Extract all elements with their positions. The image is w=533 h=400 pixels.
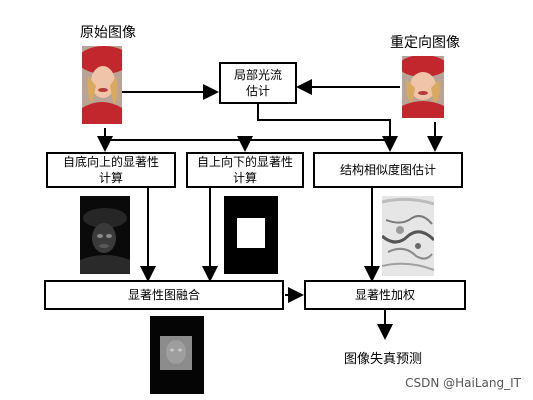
original-image-thumbnail — [82, 46, 122, 124]
top-down-saliency-box: 自上向下的显著性 计算 — [186, 152, 304, 188]
optical-flow-box: 局部光流 估计 — [219, 62, 297, 104]
line-flow-down — [257, 104, 391, 140]
ssim-estimation-box: 结构相似度图估计 — [313, 152, 463, 188]
fusion-label: 显著性图融合 — [127, 288, 200, 302]
ssim-label: 结构相似度图估计 — [339, 163, 436, 177]
fused-saliency-map — [150, 316, 204, 394]
ssim-map — [382, 196, 434, 276]
watermark: CSDN @HaiLang_IT — [405, 376, 521, 390]
optical-flow-line-1: 局部光流 — [233, 68, 282, 82]
retargeted-image-label: 重定向图像 — [390, 35, 460, 51]
top-down-saliency-map — [224, 196, 278, 274]
weighting-label: 显著性加权 — [354, 288, 415, 302]
bottom-up-line-2: 计算 — [98, 171, 123, 185]
bottom-up-line-1: 自底向上的显著性 — [62, 155, 159, 169]
saliency-fusion-box: 显著性图融合 — [44, 280, 284, 310]
optical-flow-line-2: 估计 — [245, 84, 270, 98]
original-image-label: 原始图像 — [80, 25, 136, 41]
top-down-line-2: 计算 — [232, 171, 257, 185]
top-down-line-1: 自上向下的显著性 — [196, 155, 293, 169]
retargeted-image-thumbnail — [402, 56, 444, 118]
bottom-up-saliency-map — [80, 196, 130, 274]
distortion-prediction-label: 图像失真预测 — [344, 352, 423, 367]
bottom-up-saliency-box: 自底向上的显著性 计算 — [46, 152, 176, 188]
saliency-weighting-box: 显著性加权 — [304, 280, 466, 310]
